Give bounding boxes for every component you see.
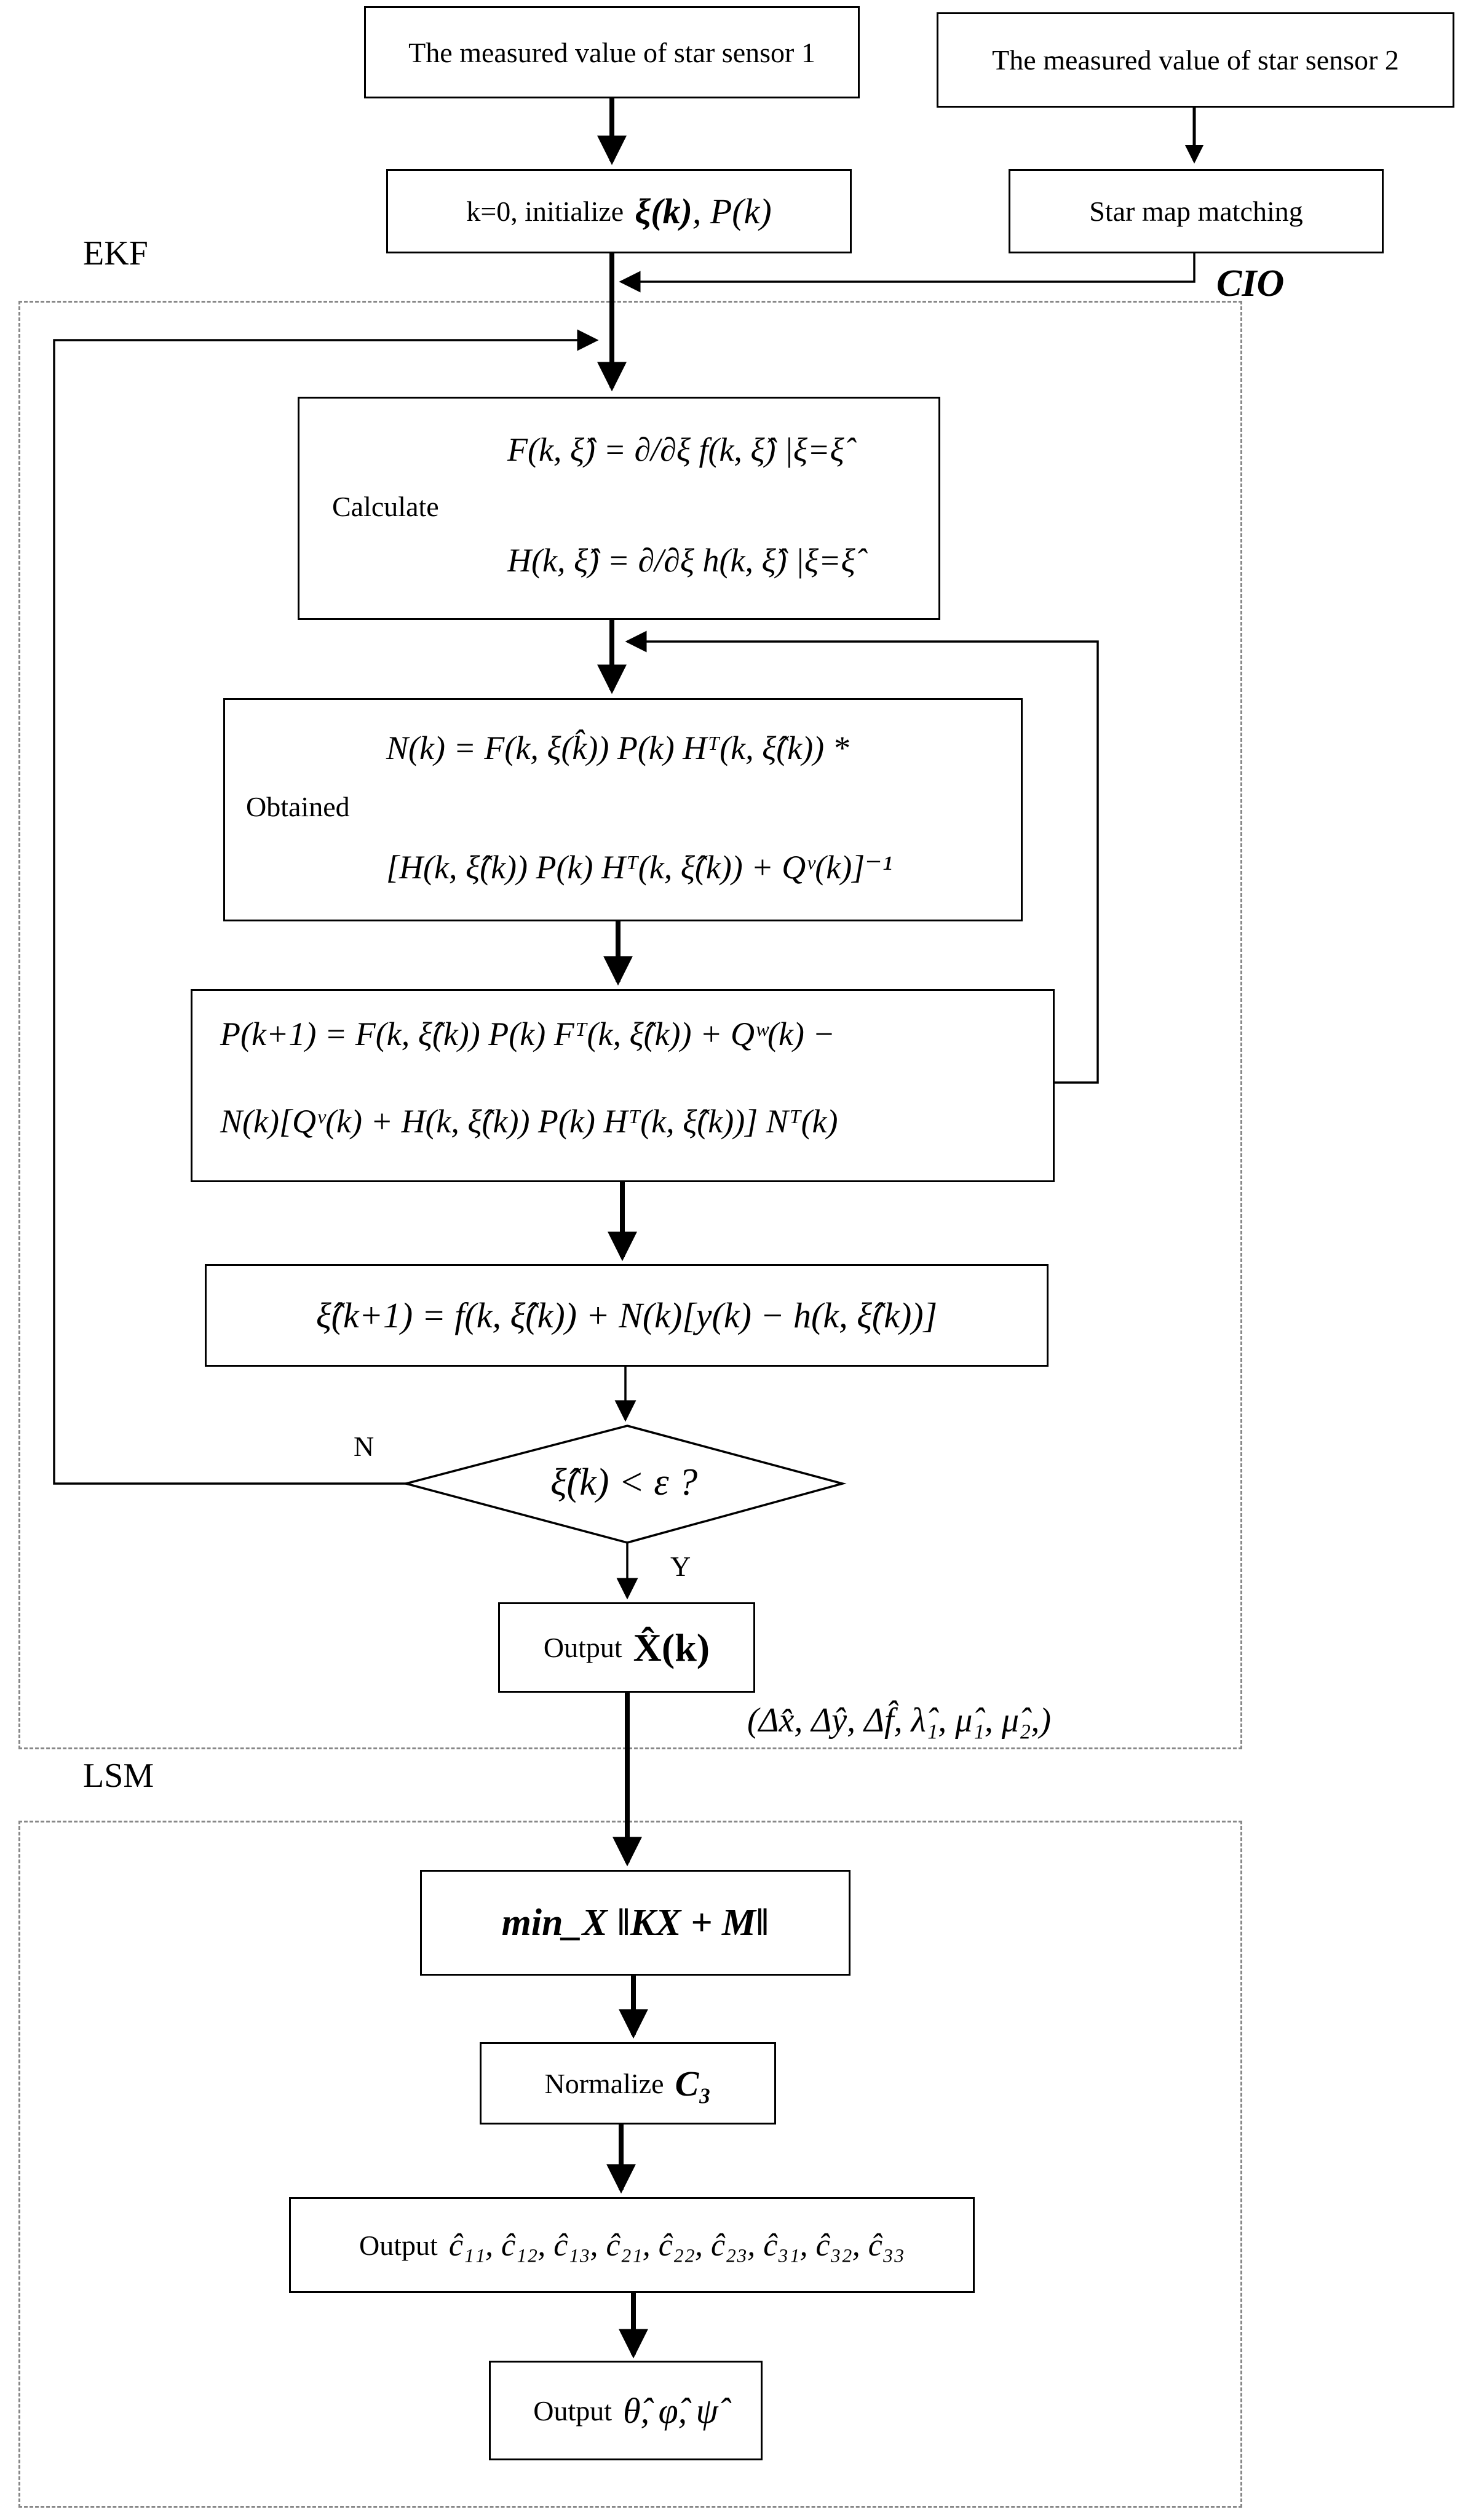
yes-label: Y <box>670 1551 691 1582</box>
output-c-math: ĉ₁₁, ĉ₁₂, ĉ₁₃, ĉ₂₁, ĉ₂₂, ĉ₂₃, ĉ₃₁, ĉ₃₂, … <box>448 2227 905 2263</box>
loop-covariance <box>625 630 1099 1084</box>
sensor2-box: The measured value of star sensor 2 <box>937 12 1454 108</box>
obtained-eq1: N(k) = F(k, ξ(k̂)) P(k) Hᵀ(k, ξ̂(k)) * <box>386 729 849 766</box>
output-c-box: Output ĉ₁₁, ĉ₁₂, ĉ₁₃, ĉ₂₁, ĉ₂₂, ĉ₂₃, ĉ₃₁… <box>289 2197 975 2293</box>
init-p-math: , P(k) <box>692 191 772 231</box>
arrow-starmap-to-main <box>619 253 1195 293</box>
output-c-label: Output <box>359 2229 438 2261</box>
obtained-box <box>223 698 1023 921</box>
output-angles-math: θ̂, φ̂, ψ̂ <box>623 2390 718 2431</box>
obtained-label: Obtained <box>246 791 350 822</box>
covariance-box <box>191 989 1055 1182</box>
sensor1-text: The measured value of star sensor 1 <box>408 36 815 68</box>
no-label: N <box>354 1431 375 1462</box>
obtained-eq2: [H(k, ξ̂(k)) P(k) Hᵀ(k, ξ̂(k)) + Qᵛ(k)]⁻… <box>386 849 892 886</box>
normalize-math: C₃ <box>675 2063 712 2104</box>
decision-text: ξ̂(k) < ε ? <box>550 1461 698 1503</box>
covariance-eq1: P(k+1) = F(k, ξ̂(k)) P(k) Fᵀ(k, ξ̂(k)) +… <box>220 1016 835 1052</box>
state-update-eq: ξ̂(k+1) = f(k, ξ̂(k)) + N(k)[y(k) − h(k,… <box>315 1295 938 1335</box>
output-angles-label: Output <box>533 2395 613 2427</box>
lsm-section-label: LSM <box>83 1757 154 1795</box>
cio-label: CIO <box>1216 263 1285 304</box>
calculate-eq2: H(k, ξ̂) = ∂/∂ξ h(k, ξ̂) |ξ=ξ̂ <box>507 542 855 579</box>
covariance-eq2: N(k)[Qᵛ(k) + H(k, ξ̂(k)) P(k) Hᵀ(k, ξ̂(k… <box>220 1103 838 1140</box>
loop-no-branch <box>53 329 599 1485</box>
calculate-label: Calculate <box>332 491 439 522</box>
starmap-text: Star map matching <box>1089 196 1303 227</box>
init-xi-math: ξ(k) <box>635 191 692 231</box>
normalize-label: Normalize <box>544 2067 664 2099</box>
ekf-section <box>18 301 1242 1749</box>
init-text: k=0, initialize <box>466 196 624 227</box>
lsm-section <box>18 1821 1242 2508</box>
normalize-box: Normalize C₃ <box>480 2042 776 2125</box>
output-angles-box: Output θ̂, φ̂, ψ̂ <box>489 2361 763 2460</box>
ekf-section-label: EKF <box>83 234 148 272</box>
output-x-params: (Δx̂, Δŷ, Δf̂, λ̂₁, μ̂₁, μ̂₂,) <box>747 1701 1052 1739</box>
calculate-box <box>298 397 940 620</box>
output-x-box: Output X̂(k) <box>498 1602 755 1693</box>
sensor2-text: The measured value of star sensor 2 <box>992 44 1399 76</box>
state-update-box: ξ̂(k+1) = f(k, ξ̂(k)) + N(k)[y(k) − h(k,… <box>205 1264 1049 1367</box>
lsm-eq: min_X ‖KX + M‖ <box>501 1901 769 1944</box>
calculate-eq1: F(k, ξ̂) = ∂/∂ξ f(k, ξ̂) |ξ=ξ̂ <box>507 431 844 468</box>
starmap-box: Star map matching <box>1009 169 1384 253</box>
output-x-label: Output <box>543 1632 622 1663</box>
output-x-math: X̂(k) <box>633 1625 710 1669</box>
lsm-box: min_X ‖KX + M‖ <box>420 1870 850 1976</box>
init-box: k=0, initialize ξ(k) , P(k) <box>386 169 852 253</box>
sensor1-box: The measured value of star sensor 1 <box>364 6 860 98</box>
